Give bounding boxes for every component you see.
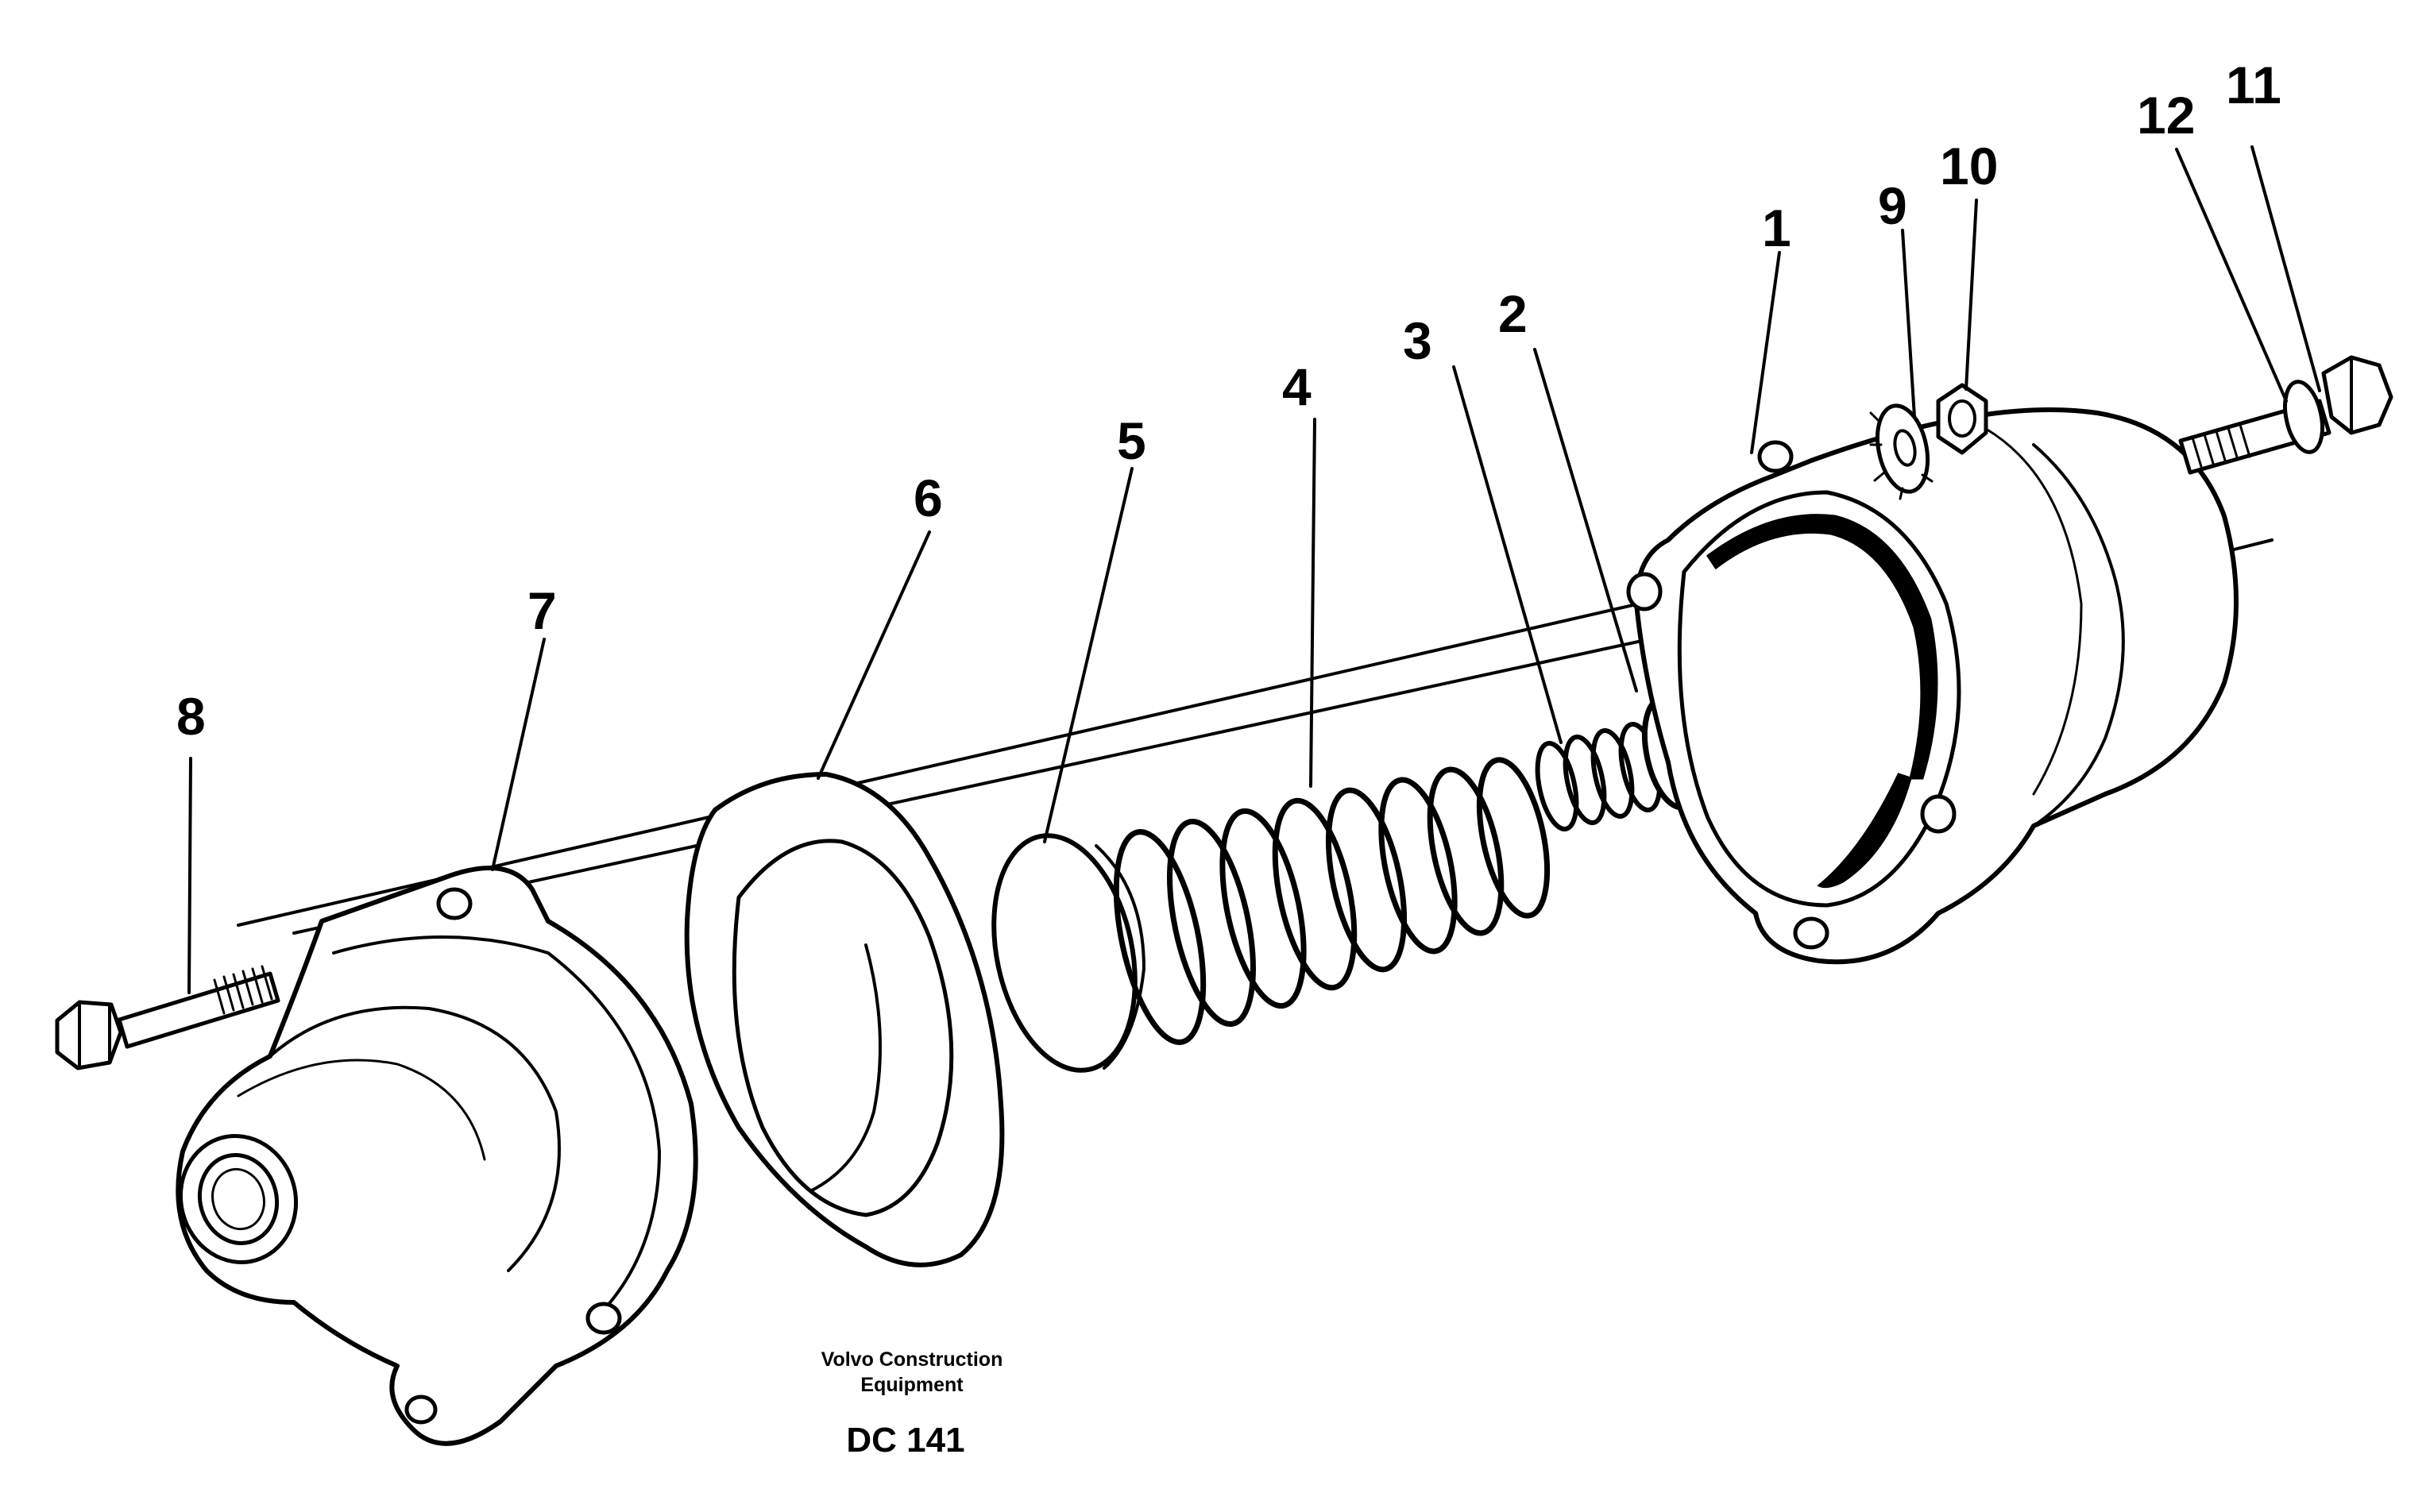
callout-7: 7 — [527, 581, 557, 640]
part-7-front-cover — [176, 866, 698, 1446]
part-9-lock-washer — [1869, 403, 1934, 500]
part-1-rear-housing — [1626, 407, 2239, 965]
callout-labels: 1 2 3 4 5 6 7 8 9 10 11 12 — [176, 56, 2281, 746]
leader-lines — [187, 145, 2321, 994]
part-8-bolt — [55, 965, 280, 1070]
callout-8: 8 — [176, 687, 206, 746]
diagram-credit: Volvo Construction Equipment DC 141 — [821, 1348, 1003, 1460]
credit-line-2: Equipment — [860, 1374, 964, 1396]
callout-12: 12 — [2137, 86, 2195, 145]
part-10-nut — [1936, 383, 1988, 455]
callout-2: 2 — [1498, 284, 1528, 343]
callout-11: 11 — [2226, 56, 2281, 114]
part-6-diaphragm — [684, 772, 1005, 1267]
part-5-spring-plate — [991, 833, 1145, 1073]
part-11-bolt-head — [2283, 355, 2393, 454]
diagram-code: DC 141 — [846, 1421, 964, 1460]
credit-line-1: Volvo Construction — [821, 1348, 1003, 1371]
callout-6: 6 — [914, 469, 943, 527]
callout-4: 4 — [1282, 357, 1312, 416]
part-4-spring — [1113, 757, 1551, 1045]
callout-3: 3 — [1403, 311, 1432, 370]
callout-1: 1 — [1762, 199, 1791, 257]
callout-5: 5 — [1117, 411, 1146, 470]
callout-10: 10 — [1940, 137, 1998, 195]
callout-9: 9 — [1878, 176, 1907, 235]
